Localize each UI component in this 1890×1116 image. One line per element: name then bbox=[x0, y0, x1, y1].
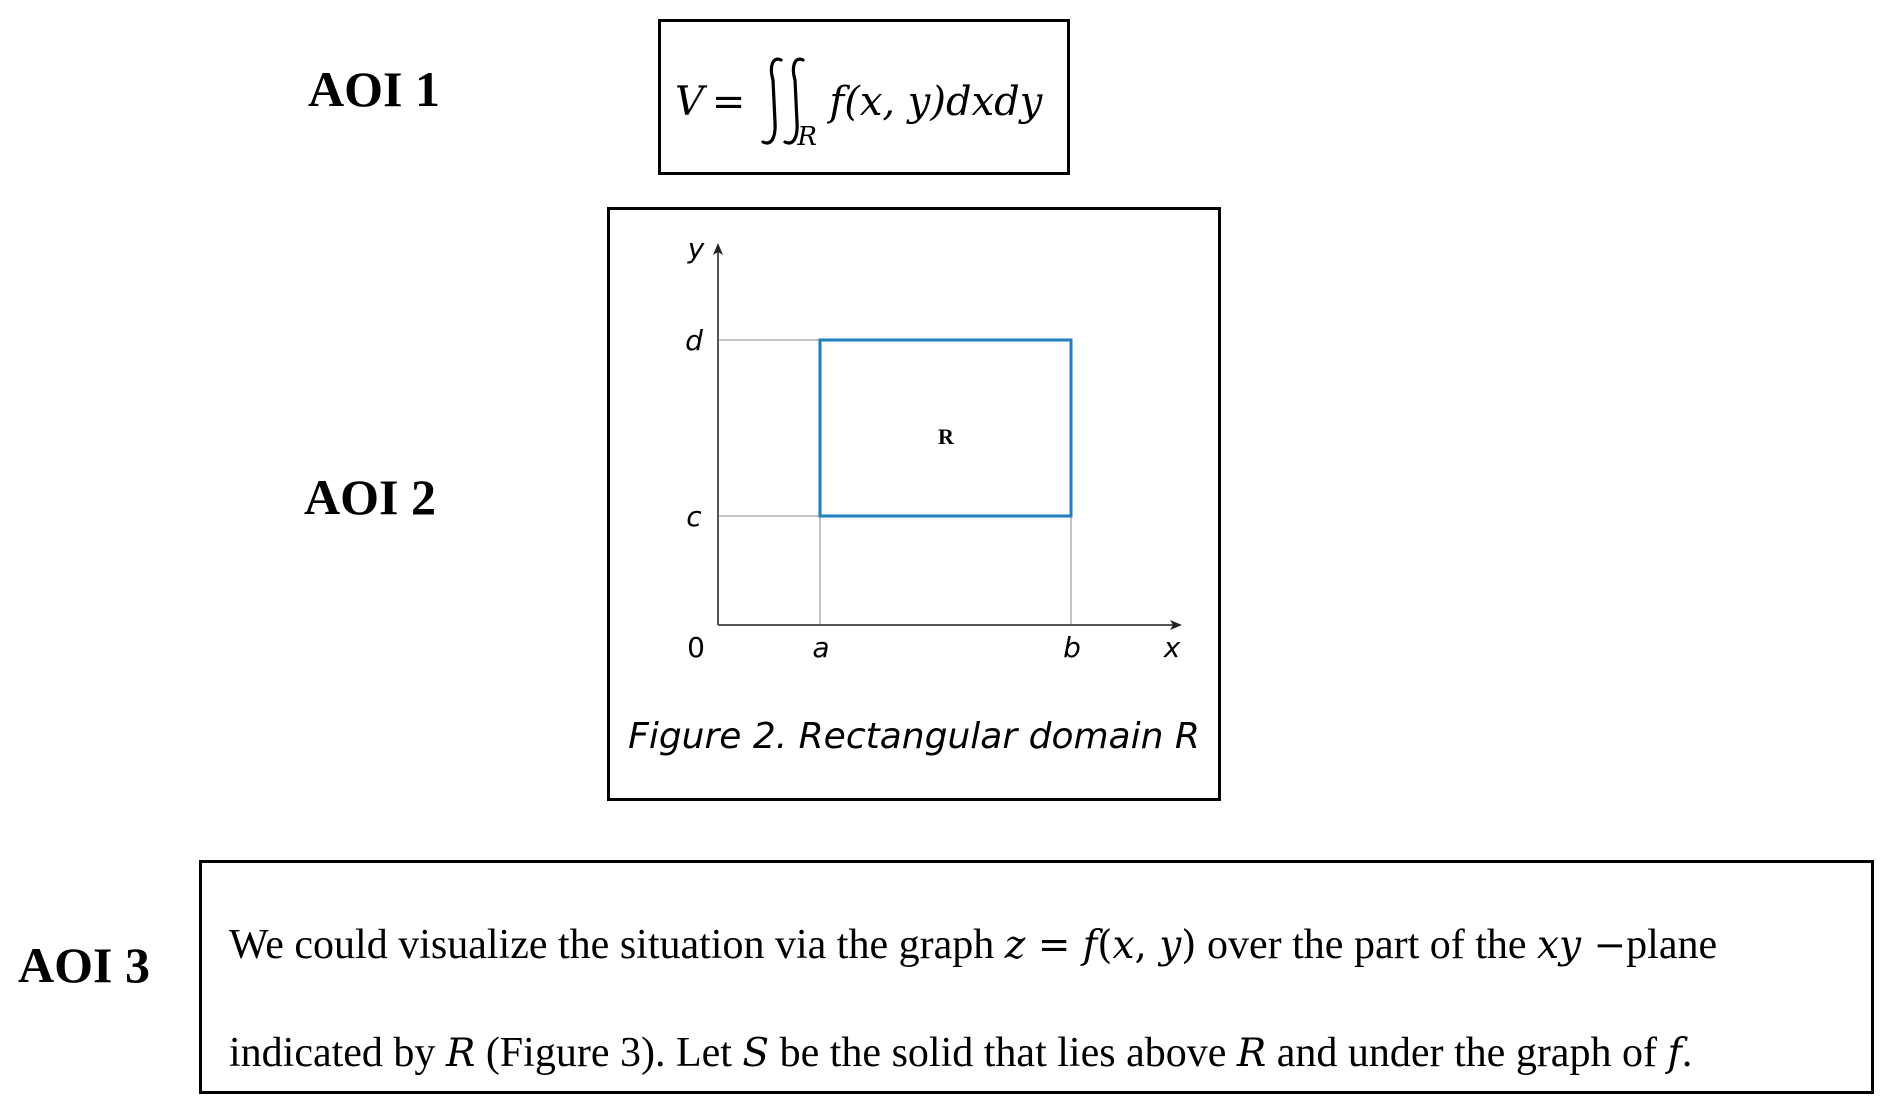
y-tick-d: d bbox=[685, 324, 703, 357]
double-integral-formula: V = R f(x, y)dxdy bbox=[675, 52, 1042, 152]
y-tick-c: c bbox=[686, 500, 702, 533]
aoi-3-label: AOI 3 bbox=[18, 937, 150, 993]
text-segment: . bbox=[1681, 1030, 1693, 1076]
math-operator: ( bbox=[1097, 923, 1113, 968]
math-segment: y bbox=[1159, 923, 1182, 968]
text-segment: (Figure 3). Let bbox=[475, 1030, 743, 1076]
origin-label: 0 bbox=[687, 631, 705, 664]
math-segment: f bbox=[1082, 923, 1098, 968]
integral-subscript: R bbox=[797, 122, 817, 152]
y-axis-label: y bbox=[687, 232, 705, 265]
paragraph-line-2: indicated by R (Figure 3). Let S be the … bbox=[229, 1029, 1692, 1077]
formula-equals: = bbox=[711, 79, 746, 125]
x-axis-label: x bbox=[1163, 631, 1181, 664]
paragraph-box: We could visualize the situation via the… bbox=[199, 860, 1874, 1094]
region-label: R bbox=[938, 424, 955, 449]
text-segment: and under the graph of bbox=[1266, 1030, 1668, 1076]
aoi-1-label: AOI 1 bbox=[308, 61, 440, 117]
math-segment: x bbox=[1112, 923, 1135, 968]
math-operator: ) bbox=[1181, 923, 1197, 968]
math-operator: = bbox=[1025, 923, 1083, 968]
text-segment: indicated by bbox=[229, 1030, 446, 1076]
formula-integrand: f(x, y)dxdy bbox=[829, 79, 1043, 125]
x-tick-b: b bbox=[1063, 631, 1081, 664]
math-segment: R bbox=[445, 1031, 476, 1076]
figure-box: R y x d c 0 a b Figure 2. Rectangular do… bbox=[607, 207, 1221, 801]
x-tick-a: a bbox=[812, 631, 829, 664]
math-operator: − bbox=[1581, 923, 1627, 968]
aoi-2-label: AOI 2 bbox=[304, 469, 436, 525]
formula-box: V = R f(x, y)dxdy bbox=[658, 19, 1070, 175]
region-rectangle bbox=[818, 338, 1073, 518]
math-segment: S bbox=[742, 1031, 770, 1076]
text-segment: over the part of the bbox=[1196, 922, 1538, 968]
rectangular-domain-diagram: R y x d c 0 a b bbox=[685, 232, 1182, 664]
math-segment: z bbox=[1004, 923, 1026, 968]
text-segment: be the solid that lies above bbox=[769, 1030, 1237, 1076]
figure-caption: Figure 2. Rectangular domain R bbox=[628, 716, 1200, 757]
math-segment: R bbox=[1236, 1031, 1267, 1076]
math-segment: f bbox=[1667, 1031, 1682, 1076]
math-segment: xy bbox=[1537, 923, 1582, 968]
text-segment: We could visualize the situation via the… bbox=[229, 922, 1005, 968]
formula-lhs: V bbox=[675, 79, 704, 125]
double-integral-symbol: R bbox=[759, 52, 825, 152]
paragraph-line-1: We could visualize the situation via the… bbox=[229, 921, 1717, 969]
text-segment: plane bbox=[1626, 922, 1718, 968]
math-operator: , bbox=[1134, 923, 1160, 968]
